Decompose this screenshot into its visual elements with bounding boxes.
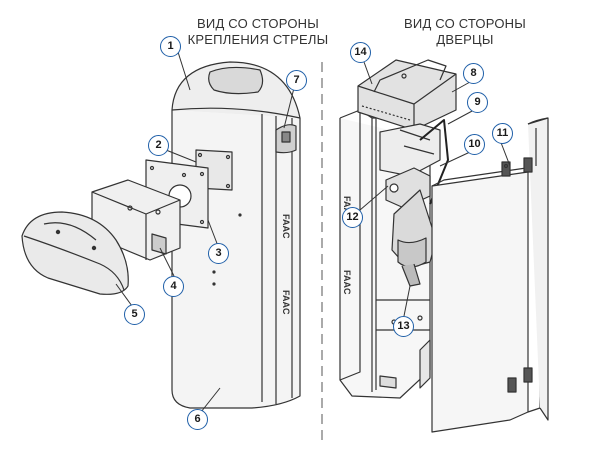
boom-cover bbox=[21, 211, 129, 295]
callout-8: 8 bbox=[463, 63, 484, 84]
heading-door-side-line2: ДВЕРЦЫ bbox=[436, 32, 494, 47]
callout-5: 5 bbox=[124, 304, 145, 325]
callout-11: 11 bbox=[492, 123, 513, 144]
control-unit bbox=[357, 59, 457, 131]
drive-mechanism bbox=[379, 119, 449, 287]
callout-10: 10 bbox=[464, 134, 485, 155]
callout-1: 1 bbox=[160, 36, 181, 57]
heading-door-side-line1: ВИД СО СТОРОНЫ bbox=[404, 16, 526, 31]
callout-6: 6 bbox=[187, 409, 208, 430]
heading-boom-side-line2: КРЕПЛЕНИЯ СТРЕЛЫ bbox=[187, 32, 329, 47]
leader-lines bbox=[115, 51, 511, 413]
door-panel bbox=[431, 117, 549, 433]
callout-13: 13 bbox=[393, 316, 414, 337]
callout-7: 7 bbox=[286, 70, 307, 91]
heading-door-side-view: ВИД СО СТОРОНЫ ДВЕРЦЫ bbox=[385, 16, 545, 48]
callout-4: 4 bbox=[163, 276, 184, 297]
callout-12: 12 bbox=[342, 207, 363, 228]
cabinet-body-left: FAAC FAAC bbox=[171, 61, 301, 409]
callout-2: 2 bbox=[148, 135, 169, 156]
brand-mark-lower: FAAC bbox=[281, 290, 291, 315]
callout-9: 9 bbox=[467, 92, 488, 113]
brand-mark-right-lower: FAAC bbox=[342, 270, 352, 295]
heading-boom-side-view: ВИД СО СТОРОНЫ КРЕПЛЕНИЯ СТРЕЛЫ bbox=[178, 16, 338, 48]
brand-mark-upper: FAAC bbox=[281, 214, 291, 239]
callout-3: 3 bbox=[208, 243, 229, 264]
heading-boom-side-line1: ВИД СО СТОРОНЫ bbox=[197, 16, 319, 31]
callout-14: 14 bbox=[350, 42, 371, 63]
